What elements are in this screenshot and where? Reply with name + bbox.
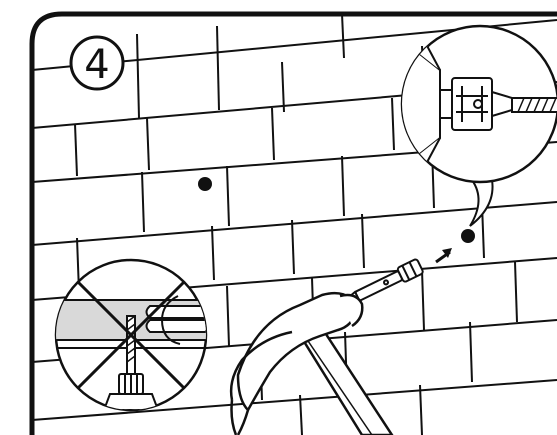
screw-icon [102,315,160,410]
panel-frame [29,11,557,435]
drilled-hole-target [461,229,475,243]
prohibited-detail [54,258,208,412]
prohibited-x-icon [76,280,186,390]
anchor-body-icon [451,77,493,131]
callout-magnifier [400,24,557,227]
step-number: 4 [84,42,109,88]
step-number-badge: 4 [69,35,125,91]
hammer-icon [229,291,394,435]
insert-arrow-icon [435,248,452,264]
drilled-hole [198,177,212,191]
